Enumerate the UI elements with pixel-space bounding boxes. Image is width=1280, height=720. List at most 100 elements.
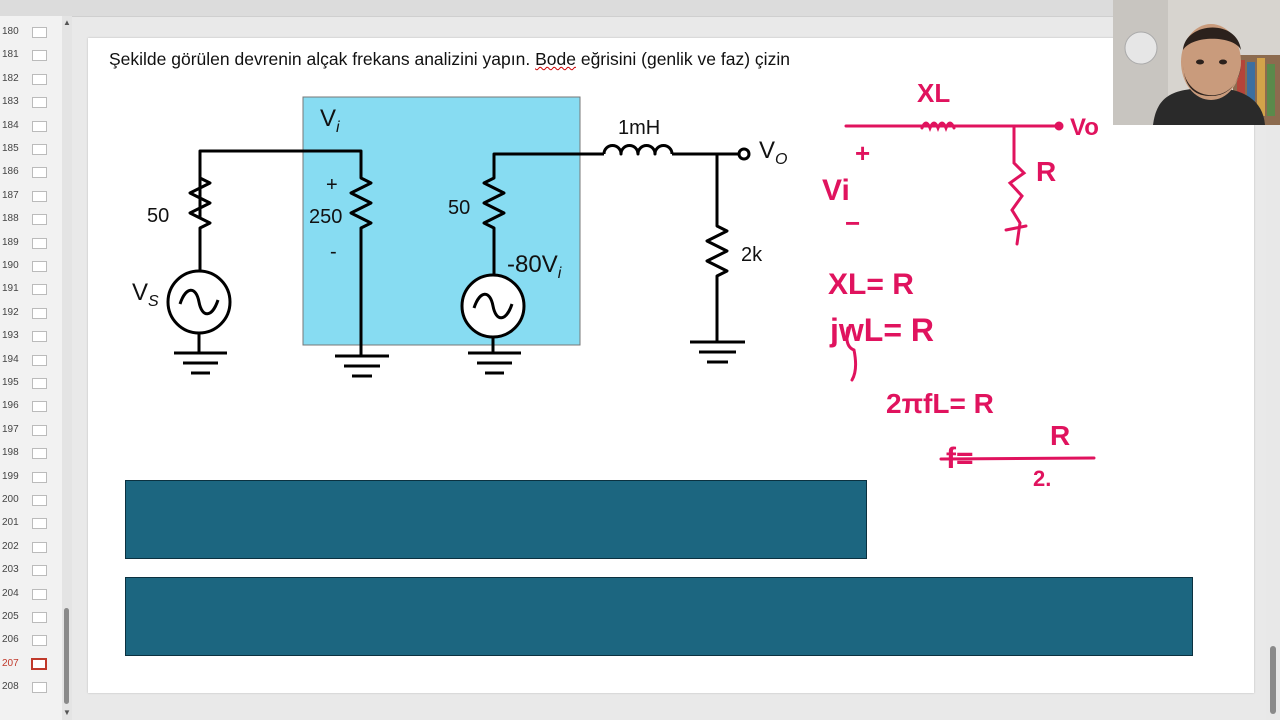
slide-preview-icon[interactable] [32, 378, 47, 389]
slide-number: 204 [2, 587, 19, 599]
slide-thumbnail[interactable]: 181 [0, 43, 60, 66]
slide-preview-icon[interactable] [32, 401, 47, 413]
slide-thumbnail[interactable]: 198 [0, 441, 60, 464]
slide-number: 208 [2, 681, 19, 693]
slide-thumbnail[interactable]: 188 [0, 207, 60, 230]
slide-thumbnail[interactable]: 190 [0, 254, 60, 277]
slide-preview-icon[interactable] [32, 518, 47, 530]
slide-thumbnail[interactable]: 197 [0, 418, 60, 441]
slide-number: 202 [2, 540, 19, 552]
hw-equation-3: 2πfL= R [886, 388, 994, 419]
slide-scrollbar[interactable] [1266, 16, 1280, 720]
question-part: eğrisini (genlik ve faz) çizin [575, 49, 790, 69]
slide-thumbnail[interactable]: 208 [0, 675, 60, 698]
thumbnail-scrollbar[interactable]: ▲ ▼ [62, 16, 72, 720]
slide-thumbnail[interactable]: 196 [0, 394, 60, 417]
slide-thumbnail[interactable]: 202 [0, 535, 60, 558]
r-source-label: 50 [147, 205, 170, 227]
slide-preview-icon[interactable] [32, 144, 47, 155]
slide-thumbnail[interactable]: 186 [0, 160, 60, 183]
slide-thumbnail[interactable]: 207 [0, 652, 60, 675]
slide-thumbnail[interactable]: 183 [0, 90, 60, 113]
slide-preview-icon[interactable] [32, 612, 47, 623]
slide-preview-icon[interactable] [32, 307, 47, 319]
scrollbar-thumb[interactable] [64, 608, 69, 704]
answer-box-2[interactable] [125, 577, 1193, 656]
slide-preview-icon[interactable] [32, 635, 47, 647]
slide-thumbnail[interactable]: 187 [0, 184, 60, 207]
slide-preview-icon[interactable] [32, 214, 47, 226]
slide-number: 185 [2, 143, 19, 154]
circuit-wires [166, 144, 751, 378]
vo-sub: O [775, 150, 788, 168]
slide-preview-icon[interactable] [32, 237, 47, 249]
slide-thumbnail[interactable]: 189 [0, 231, 60, 254]
presenter-video-icon [1113, 0, 1280, 125]
slide-preview-icon[interactable] [32, 73, 47, 85]
slide-preview-icon[interactable] [32, 261, 47, 272]
slide-canvas[interactable]: Şekilde görülen devrenin alçak frekans a… [88, 38, 1254, 693]
hw-xl-label: XL [917, 78, 951, 108]
vs-main: V [132, 279, 149, 306]
slide-thumbnail[interactable]: 185 [0, 137, 60, 160]
inductor-label: 1mH [618, 117, 661, 139]
slide-thumbnail[interactable]: 205 [0, 605, 60, 628]
slide-thumbnail[interactable]: 193 [0, 324, 60, 347]
slide-number: 187 [2, 189, 19, 201]
slide-preview-icon[interactable] [32, 471, 47, 483]
slide-thumbnail[interactable]: 199 [0, 465, 60, 488]
slide-preview-icon[interactable] [32, 448, 47, 460]
slide-thumbnail[interactable]: 195 [0, 371, 60, 394]
vs-label: VS [132, 279, 159, 311]
slide-thumbnail[interactable]: 201 [0, 511, 60, 534]
slide-thumbnail[interactable]: 182 [0, 67, 60, 90]
slide-preview-icon[interactable] [32, 27, 47, 38]
slide-thumbnail[interactable]: 204 [0, 582, 60, 605]
slide-number: 192 [2, 306, 19, 318]
slide-preview-icon[interactable] [31, 657, 47, 670]
slide-thumbnail[interactable]: 194 [0, 348, 60, 371]
slide-number: 199 [2, 470, 19, 482]
slide-preview-icon[interactable] [32, 588, 47, 600]
slide-thumbnail[interactable]: 180 [0, 20, 60, 43]
slide-preview-icon[interactable] [32, 354, 47, 366]
slide-number: 181 [2, 49, 19, 61]
slide-preview-icon[interactable] [32, 682, 47, 694]
vo-main: V [759, 137, 776, 164]
slide-number: 206 [2, 634, 19, 646]
slide-thumbnail[interactable]: 191 [0, 277, 60, 300]
slide-preview-icon[interactable] [32, 167, 47, 179]
slide-thumbnail[interactable]: 206 [0, 628, 60, 651]
slide-thumbnail[interactable]: 192 [0, 301, 60, 324]
scroll-up-icon[interactable]: ▲ [63, 18, 71, 27]
slide-preview-icon[interactable] [32, 284, 47, 296]
slide-preview-icon[interactable] [32, 495, 47, 506]
slide-thumbnail[interactable]: 203 [0, 558, 60, 581]
slide-thumbnail[interactable]: 200 [0, 488, 60, 511]
answer-box-1[interactable] [125, 480, 867, 559]
slide-thumbnail[interactable]: 184 [0, 114, 60, 137]
slide-preview-icon[interactable] [32, 190, 47, 202]
slide-number: 191 [2, 283, 19, 295]
vi-label: Vi [320, 105, 340, 137]
slide-preview-icon[interactable] [32, 331, 47, 343]
slide-number: 186 [2, 166, 19, 178]
slide-preview-icon[interactable] [32, 541, 47, 553]
handwritten-annotations [844, 121, 1096, 461]
slide-preview-icon[interactable] [32, 565, 47, 577]
slide-preview-icon[interactable] [32, 120, 47, 132]
slide-number: 203 [2, 564, 19, 576]
vi-minus: - [330, 241, 337, 263]
scroll-down-icon[interactable]: ▼ [63, 708, 71, 717]
hw-vo-label: Vo [1070, 114, 1099, 141]
slide-preview-icon[interactable] [32, 424, 47, 436]
slide-preview-icon[interactable] [32, 50, 47, 62]
slide-number: 195 [2, 377, 19, 388]
slide-scrollbar-thumb[interactable] [1270, 646, 1276, 714]
slide-preview-icon[interactable] [32, 97, 47, 109]
slide-number: 197 [2, 423, 19, 435]
slide-number: 189 [2, 236, 19, 248]
dependent-source-label: -80Vi [507, 251, 561, 283]
webcam-overlay [1113, 0, 1280, 125]
vs-sub: S [148, 292, 159, 310]
